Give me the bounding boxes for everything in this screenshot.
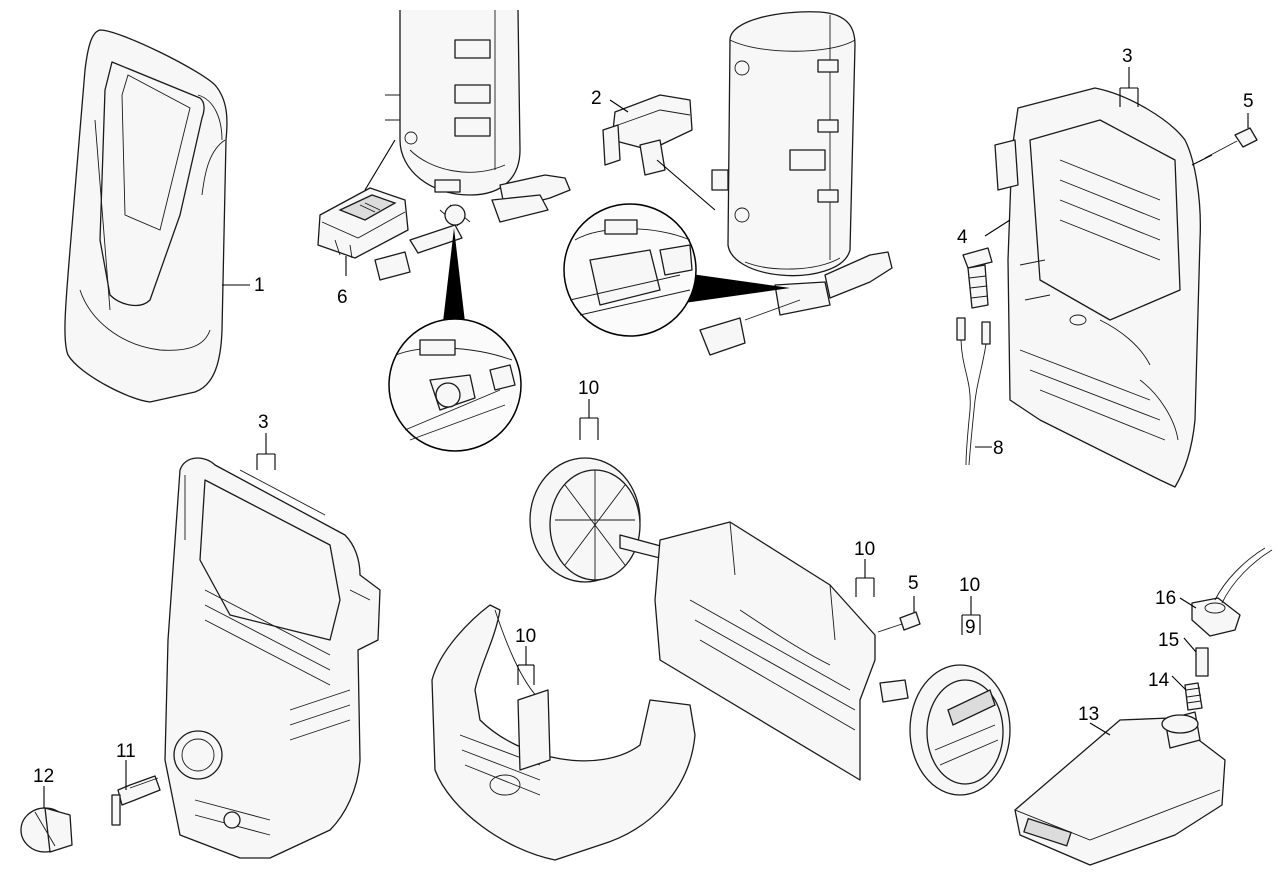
part-9-wheel-right (909, 596, 1011, 796)
base-tray (654, 521, 909, 781)
part-13-tank (1014, 711, 1226, 866)
part-3-rear-housing (994, 67, 1201, 488)
part-5-screw-top (1191, 113, 1258, 166)
callout-9: 9 (965, 617, 976, 638)
part-6-switch (317, 139, 409, 276)
pump-assembly-left (374, 9, 571, 281)
callout-5-middle: 5 (908, 573, 919, 594)
callout-12: 12 (33, 766, 54, 787)
callout-13: 13 (1078, 704, 1099, 725)
callout-8: 8 (993, 438, 1004, 459)
callout-16: 16 (1155, 588, 1176, 609)
part-14-15-16-suction (1171, 547, 1273, 711)
callout-2: 2 (591, 88, 602, 109)
part-2-connector (602, 94, 716, 211)
part-8-cable (956, 317, 992, 466)
part-11-pin (111, 760, 161, 826)
callout-5-top: 5 (1243, 91, 1254, 112)
callout-15: 15 (1158, 630, 1179, 651)
callout-11: 11 (116, 741, 136, 762)
callout-1: 1 (254, 275, 265, 296)
zoom-detail-right (563, 203, 790, 337)
part-3-front-housing (164, 433, 381, 859)
callout-10-base: 10 (515, 626, 536, 647)
callout-4: 4 (957, 227, 968, 248)
callout-10-tray: 10 (854, 539, 875, 560)
part-1-front-cover (64, 29, 228, 403)
callout-10-wheel-top: 10 (578, 378, 599, 399)
pump-assembly-right (699, 11, 893, 356)
part-10-wheel-top (529, 399, 677, 583)
callout-14: 14 (1148, 670, 1170, 691)
part-4-cable-gland (962, 219, 1011, 309)
part-12-knob (20, 786, 73, 853)
part-5-screw-middle (877, 596, 921, 633)
zoom-detail-left (388, 228, 522, 452)
callout-3-top: 3 (1122, 46, 1133, 67)
front-base-shell (431, 604, 696, 861)
callout-3-bottom: 3 (258, 412, 269, 433)
callout-10-wheel-right: 10 (959, 575, 980, 596)
callout-6: 6 (337, 287, 348, 308)
